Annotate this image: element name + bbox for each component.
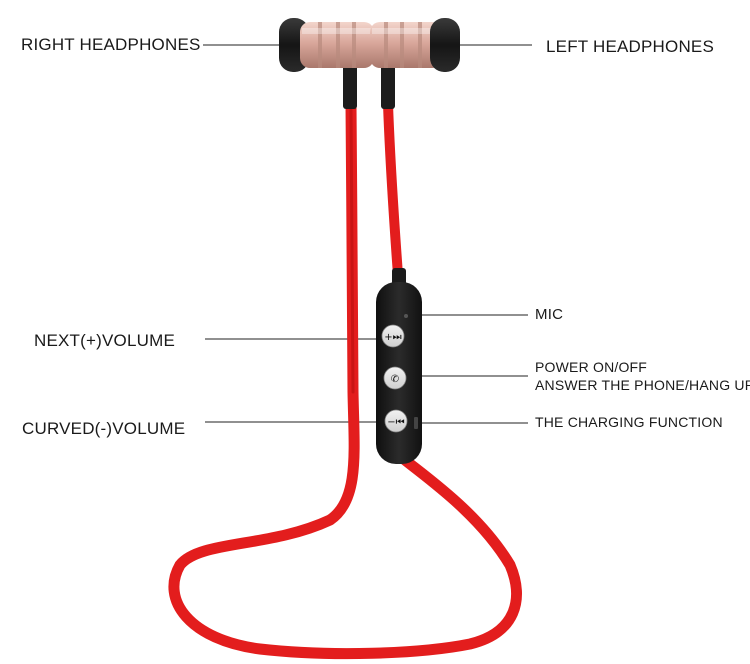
mic-hole bbox=[404, 314, 408, 318]
cable-left bbox=[383, 99, 403, 280]
right-earbud bbox=[279, 18, 374, 109]
next-volume-label: NEXT(+)VOLUME bbox=[34, 331, 175, 350]
power-button bbox=[383, 366, 407, 390]
leader-lines bbox=[203, 44, 532, 424]
volume-down-glyph: −⏮ bbox=[387, 417, 404, 428]
left-earbud bbox=[370, 18, 460, 109]
cable-inner-shade bbox=[349, 108, 355, 394]
volume-down-button bbox=[384, 409, 408, 433]
inline-remote: +⏭ ✆ −⏮ bbox=[376, 268, 422, 464]
mic-label: MIC bbox=[535, 306, 564, 323]
cable-right bbox=[168, 98, 522, 660]
power-label: POWER ON/OFF ANSWER THE PHONE/HANG UP bbox=[535, 358, 750, 394]
power-label-line1: POWER ON/OFF bbox=[535, 359, 648, 375]
charging-label: THE CHARGING FUNCTION bbox=[535, 414, 723, 430]
curved-volume-label: CURVED(-)VOLUME bbox=[22, 419, 186, 438]
cable bbox=[168, 98, 522, 660]
charging-port bbox=[414, 417, 418, 429]
volume-up-glyph: +⏭ bbox=[384, 332, 401, 343]
power-glyph: ✆ bbox=[391, 374, 399, 385]
volume-up-button bbox=[381, 324, 405, 348]
left-headphones-label: LEFT HEADPHONES bbox=[546, 37, 715, 56]
right-headphones-label: RIGHT HEADPHONES bbox=[21, 35, 201, 54]
power-label-line2: ANSWER THE PHONE/HANG UP bbox=[535, 377, 750, 393]
